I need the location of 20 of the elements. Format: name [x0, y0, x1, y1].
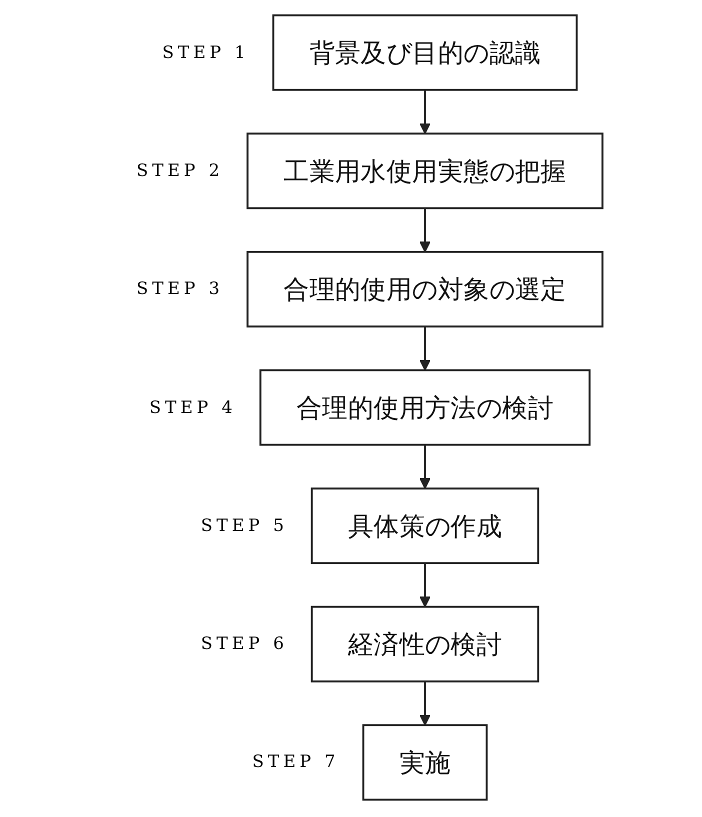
arrow: [419, 90, 431, 134]
step-label: STEP 4: [149, 398, 236, 418]
arrow: [419, 326, 431, 371]
arrow: [419, 681, 431, 726]
process-box: 合理的使用の対象の選定: [246, 250, 604, 328]
process-box: 経済性の検討: [310, 606, 540, 682]
step-label: STEP 3: [136, 279, 224, 300]
arrow: [419, 563, 431, 608]
process-box: 背景及び目的の認識: [272, 14, 578, 91]
process-box: 実施: [362, 724, 488, 801]
step-label: STEP 5: [200, 516, 288, 536]
step-label: STEP 6: [200, 634, 288, 654]
process-box: 合理的使用方法の検討: [259, 369, 591, 446]
arrow: [419, 208, 431, 252]
step-label: STEP 1: [162, 42, 250, 63]
process-box: 工業用水使用実態の把握: [246, 132, 604, 210]
process-box: 具体策の作成: [310, 488, 540, 564]
arrow: [419, 444, 431, 490]
step-label: STEP 7: [252, 752, 340, 772]
step-label: STEP 2: [136, 160, 224, 181]
